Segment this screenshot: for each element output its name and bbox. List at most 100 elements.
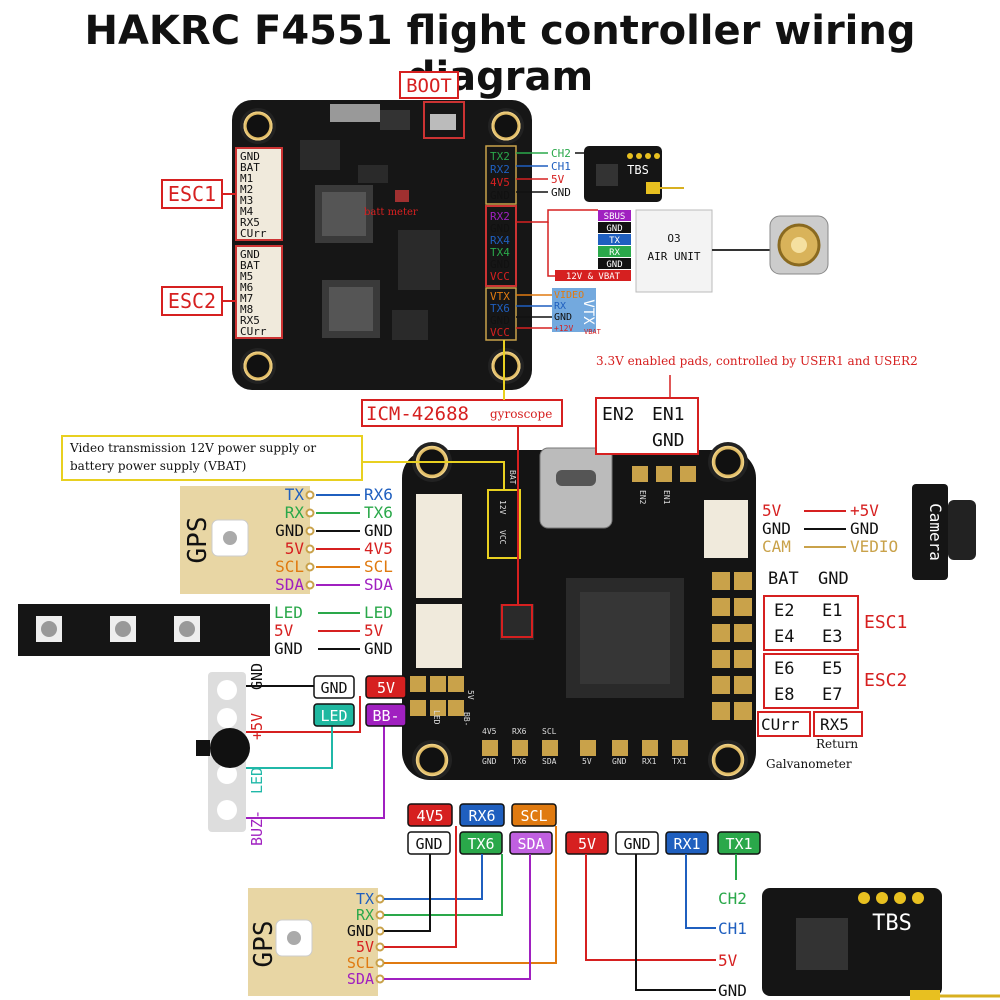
- vtx-pin: GND: [554, 312, 572, 323]
- tbs-bottom-pin: GND: [718, 981, 747, 1000]
- wire: [384, 854, 531, 980]
- gps-bottom-pin: SDA: [347, 970, 374, 988]
- esc1-pin: CUrr: [240, 227, 267, 240]
- camera-label: Camera: [926, 503, 945, 561]
- ammeter-label: batt meter: [364, 207, 418, 218]
- boot-button-frame: [423, 101, 465, 139]
- esc2-pin: GND: [240, 248, 260, 261]
- esc2-pad: E7: [822, 685, 842, 705]
- esc2-pad: E8: [774, 685, 794, 705]
- led-fc-pin: 5V: [364, 621, 384, 640]
- wire: [384, 854, 503, 916]
- gps-module-bottom: [248, 888, 378, 996]
- esc2-label: ESC2: [168, 289, 216, 313]
- fc-silk-text: GND: [482, 757, 497, 766]
- esc-pad: VCC: [490, 270, 510, 283]
- esc2-pin: BAT: [240, 259, 260, 272]
- gps-pin-hole: [375, 958, 385, 968]
- fc-silk-text: 5V: [582, 757, 592, 766]
- led-strip: [18, 604, 270, 656]
- gps-pin-hole: [305, 544, 315, 554]
- esc-pad: RX2: [490, 210, 510, 223]
- esc-pad: GND: [490, 222, 510, 235]
- gps-pin-hole: [305, 526, 315, 536]
- vtx-pin: +12V: [554, 324, 573, 333]
- esc2-pad-frame: [763, 653, 859, 709]
- fc-silk-text: RX1: [642, 757, 657, 766]
- fc-silk-text: 4V5: [482, 727, 497, 736]
- wire: [384, 854, 431, 932]
- fc-silk-text: BAT: [508, 470, 517, 485]
- bottom-tag-row2: TX1: [717, 831, 761, 855]
- esc2-pin: RX5: [240, 314, 260, 327]
- esc-pad: RX2: [490, 163, 510, 176]
- esc2-pad: E5: [822, 659, 842, 679]
- gps-pin-hole: [375, 926, 385, 936]
- camera-fc-pin: GND: [762, 519, 791, 538]
- o3-pin: RX: [609, 248, 620, 258]
- rx5-pad-frame: [813, 711, 863, 737]
- esc1-pin: GND: [240, 150, 260, 163]
- boot-label: BOOT: [406, 75, 452, 97]
- esc2-pin: M6: [240, 281, 253, 294]
- pad-tag-text: SDA: [517, 835, 544, 853]
- esc-pad: TX4: [490, 246, 510, 259]
- o3-pin: GND: [606, 260, 622, 270]
- o3-pin-bg: [555, 270, 631, 281]
- pad-rx5: RX5: [820, 715, 849, 734]
- curr-pad-frame: [757, 711, 811, 737]
- ammeter-chip: [395, 190, 409, 202]
- wire: [246, 696, 361, 733]
- gps-pin-hole: [375, 910, 385, 920]
- tbs-receiver-top: [584, 146, 684, 202]
- flight-controller-board: [402, 442, 756, 780]
- vtx-pin: RX: [554, 301, 566, 312]
- esc1-label: ESC1: [168, 182, 216, 206]
- gps-module-top: [180, 486, 310, 594]
- mount-hole: [240, 348, 276, 384]
- bottom-tag-row1: 4V5: [407, 803, 453, 827]
- esc-pad: GND: [490, 258, 510, 271]
- return-label: Return: [816, 737, 858, 751]
- esc-pad: TX2: [490, 150, 510, 163]
- pad-gnd: GND: [818, 569, 849, 589]
- gps-pin-hole: [305, 580, 315, 590]
- wire: [516, 209, 598, 223]
- vtx-vbat: VBAT: [584, 328, 602, 336]
- tbs-bottom-label: TBS: [872, 911, 912, 936]
- buzzer-tag-bb: BB-: [365, 703, 407, 727]
- o3-pin: GND: [606, 224, 622, 234]
- vtx-power-note-line2: battery power supply (VBAT): [70, 459, 246, 473]
- buzzer-tag-5v: 5V: [365, 675, 407, 699]
- pad-tag-text: GND: [623, 835, 650, 853]
- esc-pad: GND: [490, 189, 510, 202]
- pad-tag-text: RX1: [673, 835, 700, 853]
- esc1-pad: E4: [774, 627, 794, 647]
- tbs-top-pin: GND: [551, 186, 571, 199]
- wire: [585, 854, 716, 961]
- pad-bat: BAT: [768, 569, 799, 589]
- fc-silk-text: GND: [612, 757, 627, 766]
- page-title: HAKRC F4551 flight controller wiring dia…: [84, 8, 916, 100]
- o3-sublabel: AIR UNIT: [648, 250, 701, 263]
- pad-en1: EN1: [652, 404, 685, 425]
- gyro-suffix: gyroscope: [490, 407, 552, 421]
- fc-silk-text: BB-: [462, 712, 471, 726]
- tbs-top-pin: 5V: [551, 173, 565, 186]
- mount-hole: [412, 740, 452, 780]
- gps-bottom-pin: GND: [347, 922, 374, 940]
- gps-pin-hole: [305, 562, 315, 572]
- gps-bottom-pin: RX: [356, 906, 374, 924]
- o3-pin-bg: [598, 246, 631, 257]
- pads-3v3-note: 3.3V enabled pads, controlled by USER1 a…: [596, 354, 918, 368]
- esc1-pin: M3: [240, 194, 253, 207]
- tbs-top-label: TBS: [627, 163, 649, 177]
- esc-pad: 4V5: [490, 176, 510, 189]
- o3-pin-bg: [598, 222, 631, 233]
- buzzer-pin: LED: [248, 767, 266, 794]
- pad-tag-text: 5V: [578, 835, 596, 853]
- tbs-bottom-pin: CH1: [718, 919, 747, 938]
